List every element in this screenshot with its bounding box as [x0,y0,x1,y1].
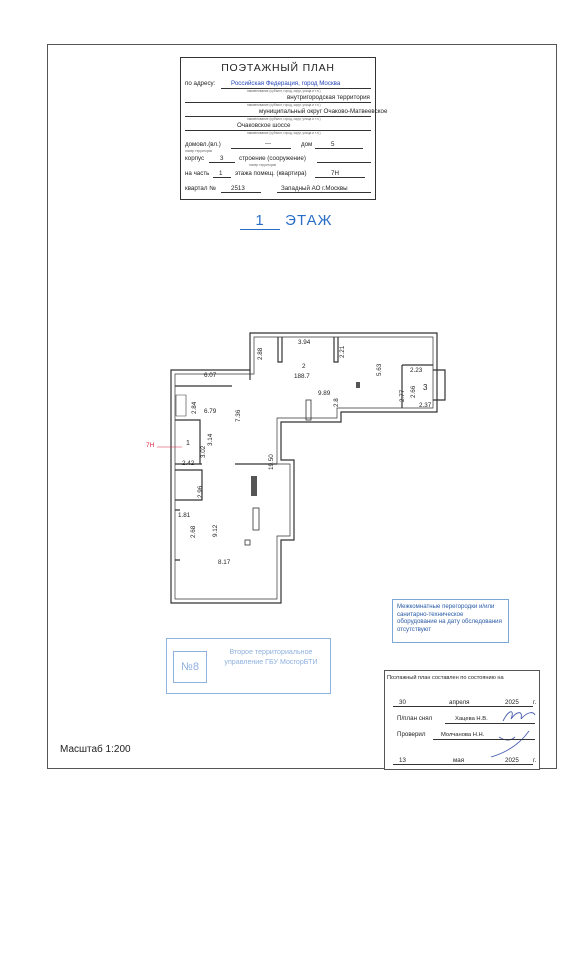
stair [175,469,203,501]
dim-277: 2.77 [399,389,406,402]
dim-296: 2.96 [197,485,204,498]
district-hint: наименование (субъект, город, округ, ули… [247,117,321,121]
dim-288: 2.88 [257,347,264,360]
korpus-value: 3 [220,155,224,162]
chast-value: 1 [219,170,223,177]
floor-title: 1 ЭТАЖ [240,212,332,230]
dim-912: 9.12 [212,524,219,537]
window-mark [175,509,180,561]
column [277,337,339,363]
dim-736: 7.36 [235,409,242,422]
dim-314: 3.14 [207,433,214,446]
dim-223: 2.23 [410,367,423,374]
kvartal-value: 2513 [231,185,245,192]
dim-221: 2.21 [339,345,346,358]
partition [175,370,277,465]
dim-242: 2.42 [182,460,195,467]
stamp-text: Второе территориальное управление ГБУ Мо… [224,648,318,667]
address-value: Российская Федерация, город Москва [231,80,341,87]
signature-1 [502,711,536,722]
signature-block: Поэтажный план составлен по состоянию на… [384,670,540,770]
room3-wall [401,364,433,408]
dim-237: 2.37 [419,402,432,409]
stroenie-label: строение (сооружение) [239,155,306,162]
inner-wall [174,336,434,600]
kvartal-label: квартал № [185,185,216,192]
dim-302: 3.02 [200,445,207,458]
dim-181: 1.81 [178,512,191,519]
floor-number: 1 [240,212,280,230]
address-hint: наименование (субъект, город, округ, ули… [247,89,321,93]
dom-value: 5 [331,141,335,148]
room2-area: 188.7 [294,373,310,380]
dim-817: 8.17 [218,559,231,566]
date-2-suffix: г. [533,757,537,764]
checked-by-label: Проверил [397,731,426,738]
room3-number: 3 [423,383,428,392]
document-title: ПОЭТАЖНЫЙ ПЛАН [221,62,335,74]
street-hint: наименование (субъект, город, округ, ули… [247,131,321,135]
line-territory: внутригородская территория [287,94,370,101]
date-2-month: мая [453,757,465,764]
column-5 [356,382,360,388]
dim-607: 6.07 [204,372,217,379]
dim-989: 9.89 [318,390,331,397]
column-2 [252,507,260,531]
domovl-label: домовл.(вл.) [185,141,221,148]
title-block: ПОЭТАЖНЫЙ ПЛАН по адресу: Российская Фед… [180,57,387,200]
stamp-number: №8 [173,651,207,683]
date-2-year: 2025 [505,757,519,764]
survey-note: Межкомнатные перегородки и/или санитарно… [392,599,509,643]
date-1-year: 2025 [505,699,519,706]
dim-679: 6.79 [204,408,217,415]
domovl-hint: номер территории [185,149,213,153]
made-by-label: П/план снял [397,715,433,722]
date-1-suffix: г. [533,699,537,706]
line-street: Очаковское шоссе [237,122,291,129]
state-date-caption: Поэтажный план составлен по состоянию на [387,675,504,681]
bti-stamp: №8 Второе территориальное управление ГБУ… [166,638,331,694]
made-by-name: Хацева Н.В. [455,716,488,722]
etazh-label: этажа помещ. (квартира) [235,170,307,177]
territory-hint: наименование (субъект, город, округ, ули… [247,103,321,107]
line-district: муниципальный округ Очаково-Матвеевское [259,108,388,115]
dim-268: 2.68 [190,525,197,538]
korpus-label: корпус [185,155,205,162]
date-2-day: 13 [399,757,406,764]
apartment-marker: 7Н [146,442,155,449]
document-frame [47,44,557,769]
dim-284: 2.84 [191,401,198,414]
checked-by-name: Молчанова Н.Н. [441,732,485,738]
ao-value: Западный АО г.Москвы [281,185,348,192]
room2-number: 2 [302,363,306,370]
date-1-month: апреля [449,699,470,706]
floor-label: ЭТАЖ [285,212,333,229]
outer-wall [170,332,438,604]
dim-394: 3.94 [298,339,311,346]
room1-number: 1 [186,440,190,447]
chast-label: на часть [185,170,210,177]
bay-window [433,369,446,401]
date-1-day: 30 [399,699,406,706]
column-4 [305,399,312,421]
scale-label: Масштаб 1:200 [60,744,131,755]
signature-2 [490,730,530,758]
address-label: по адресу: [185,80,216,87]
stroenie-hint: номер территории [249,163,277,167]
column-1 [251,476,257,496]
dom-label: дом [301,141,313,148]
dim-1950: 19.50 [268,454,275,470]
dim-266: 2.66 [410,385,417,398]
dim-28: 2.8 [333,398,340,407]
dim-563: 5.63 [376,363,383,376]
niche [175,394,187,417]
domovl-value: --- [265,140,272,147]
etazh-value: 7Н [331,170,339,177]
column-3 [244,539,251,546]
